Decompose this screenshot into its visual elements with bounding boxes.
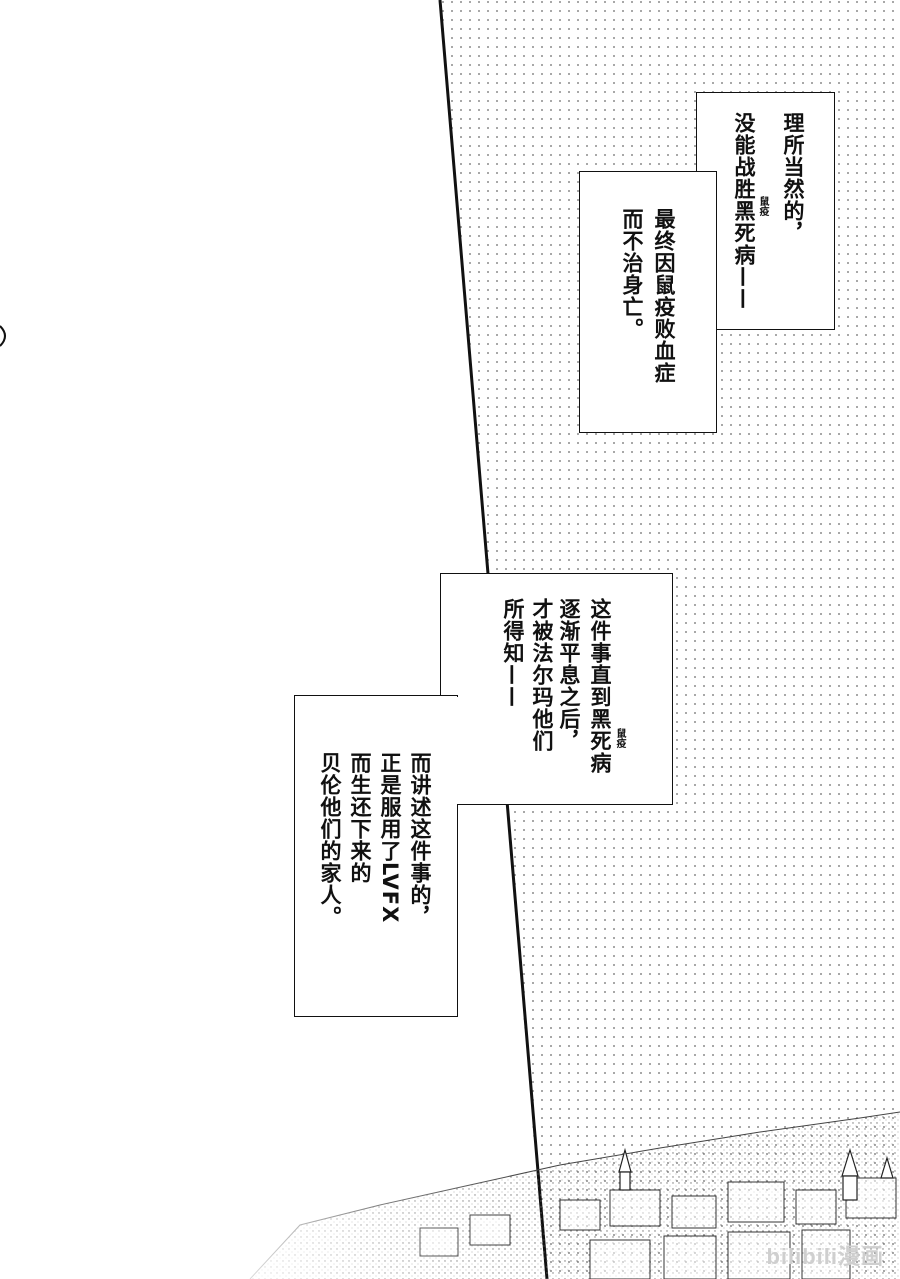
caption2-line1: 这件事直到黑死病 [588,598,612,774]
caption-box-2-lower [294,695,458,1017]
watermark-logo: bilibili漫画 [766,1244,884,1269]
caption2-ruby: 鼠疫 [614,728,625,748]
caption1-line4: 而不治身亡。 [620,208,644,340]
caption-box-2-join [441,696,458,804]
caption-box-1-join [697,172,716,329]
caption3-line4: 贝伦他们的家人。 [318,752,342,928]
caption2-line4: 所得知—— [501,598,525,708]
caption1-line1: 理所当然的， [781,112,805,244]
caption3-line1: 而讲述这件事的， [408,752,432,928]
caption2-line3: 才被法尔玛他们 [530,598,554,752]
caption1-ruby: 鼠疫 [757,196,768,216]
caption-box-1-lower [579,171,717,433]
caption1-line3: 最终因鼠疫败血症 [652,208,676,384]
caption-box-2-upper [440,573,673,805]
caption1-line2: 没能战胜黑死病—— [732,112,756,310]
caption3-line3: 而生还下来的 [348,752,372,884]
caption3-line2: 正是服用了LVFX [378,752,402,924]
edge-mark [0,325,6,347]
caption2-line2: 逐渐平息之后， [557,598,581,752]
